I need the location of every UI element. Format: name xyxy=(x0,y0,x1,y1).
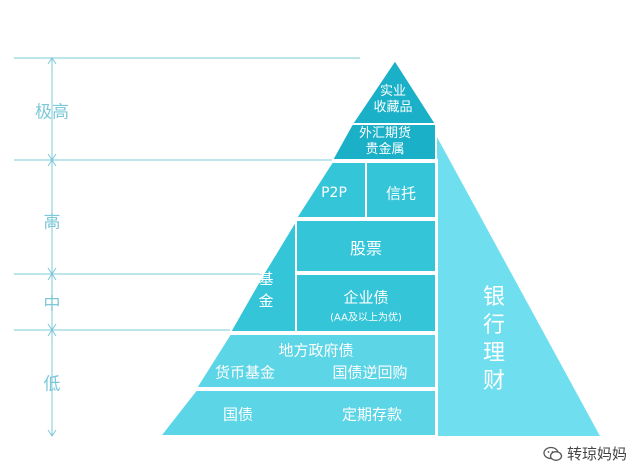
tier-trust xyxy=(365,161,437,219)
label-money-fund: 货币基金 xyxy=(214,363,276,382)
risk-label-very-high: 极高 xyxy=(35,102,69,123)
tier-forex-futures xyxy=(330,123,437,161)
label-fund: 基 金 xyxy=(258,270,274,310)
label-local-gov-bonds: 地方政府债 xyxy=(278,341,354,360)
risk-label-low: 低 xyxy=(43,374,61,395)
label-corporate-bonds-note: (AA及以上为优) xyxy=(330,312,402,324)
label-corporate-bonds: 企业债 xyxy=(343,288,389,307)
tier-low-upper xyxy=(194,333,437,389)
label-bank-wealth: 银 行 理 财 xyxy=(482,285,506,394)
label-stocks: 股票 xyxy=(349,239,383,258)
label-treasury-bonds: 国债 xyxy=(222,405,254,424)
tier-low-bottom xyxy=(157,389,437,437)
label-reverse-repo: 国债逆回购 xyxy=(332,363,408,382)
tier-corporate-bonds xyxy=(295,273,437,333)
label-physical-collectibles: 实业 收藏品 xyxy=(373,84,413,115)
risk-label-medium: 中 xyxy=(43,294,61,315)
wechat-icon xyxy=(543,446,563,462)
tier-stocks xyxy=(295,219,437,273)
label-p2p: P2P xyxy=(321,185,347,201)
bank-wealth-face xyxy=(395,60,600,436)
label-forex-futures-metals: 外汇期货 贵金属 xyxy=(358,126,412,157)
label-time-deposit: 定期存款 xyxy=(341,405,403,424)
watermark-text: 转琼妈妈 xyxy=(566,445,627,463)
label-trust: 信托 xyxy=(385,184,417,203)
risk-label-high: 高 xyxy=(43,212,61,233)
watermark: 转琼妈妈 xyxy=(543,443,627,464)
risk-axis xyxy=(14,57,360,437)
